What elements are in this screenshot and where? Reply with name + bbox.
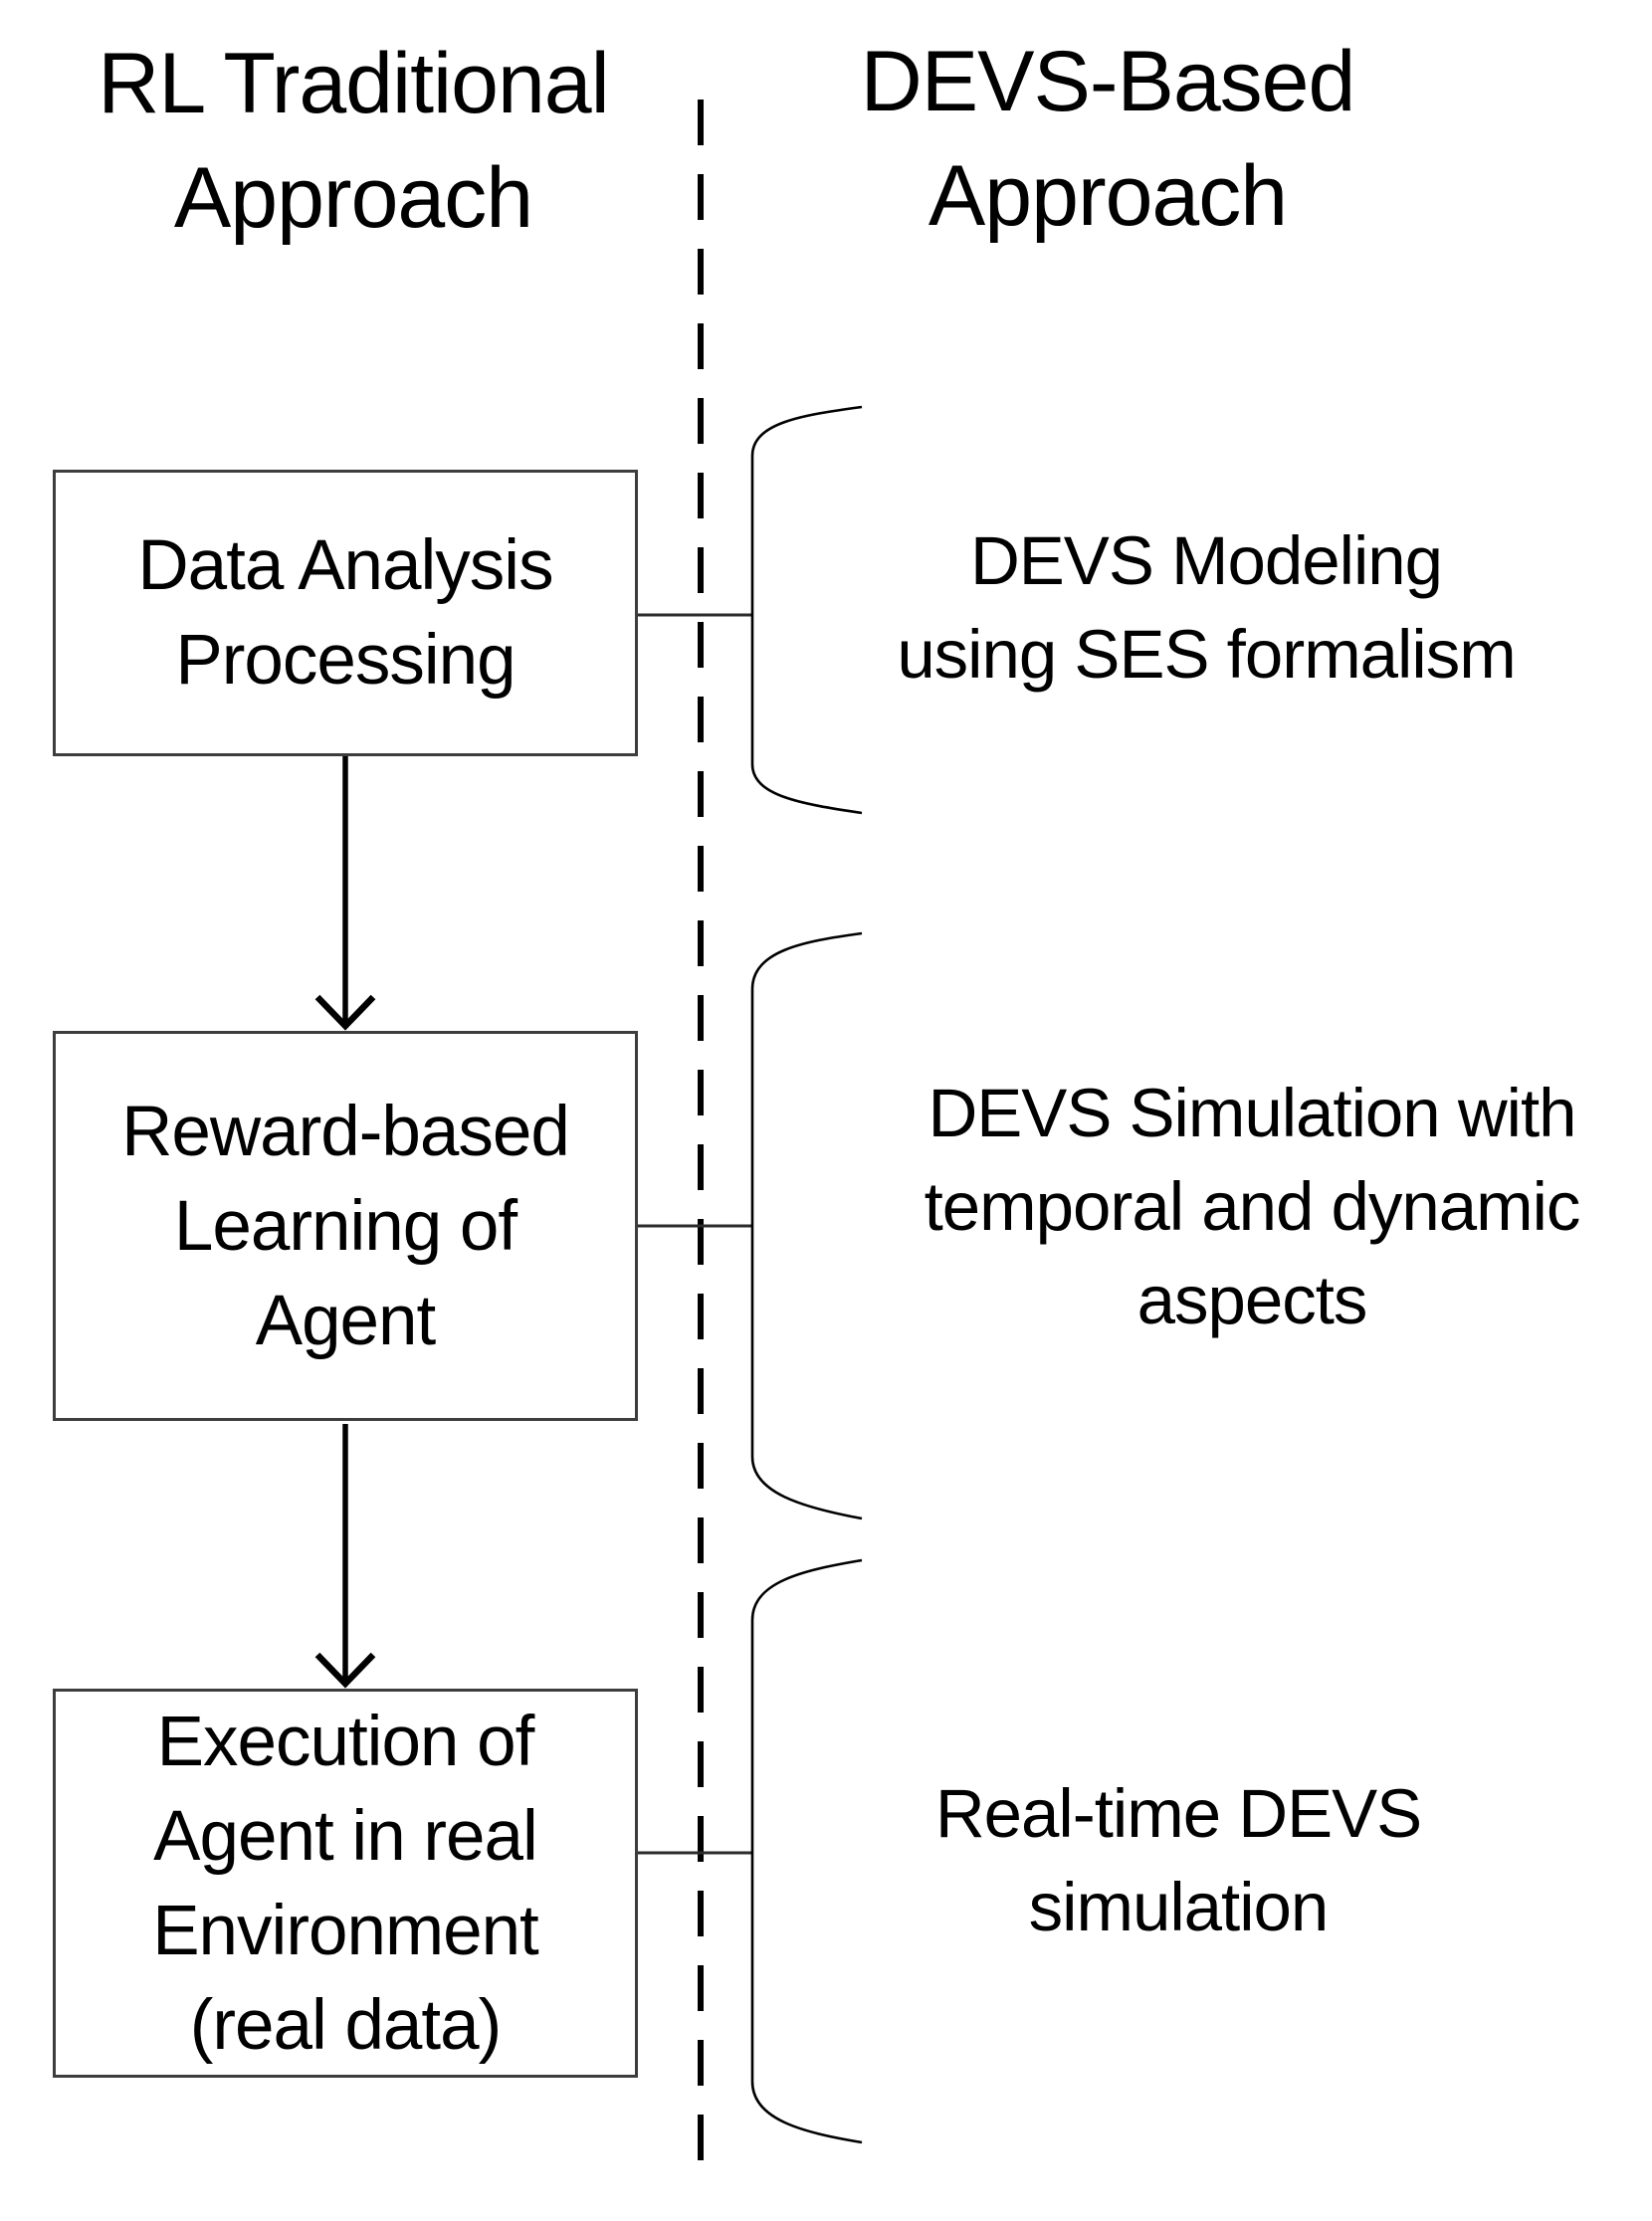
devs-label-realtime: Real-time DEVS simulation — [934, 1767, 1422, 1954]
header-line: Approach — [173, 150, 533, 246]
arrow-head-icon — [314, 994, 376, 1031]
text-line: temporal and dynamic — [924, 1168, 1581, 1245]
brace-1 — [750, 405, 863, 815]
text-line: Learning of — [173, 1186, 517, 1266]
left-column-header: RL Traditional Approach — [98, 27, 609, 256]
text-line: Data Analysis — [137, 526, 553, 605]
header-line: DEVS-Based — [860, 34, 1356, 129]
text-line: Processing — [175, 621, 516, 700]
header-line: Approach — [928, 148, 1288, 244]
header-line: RL Traditional — [98, 36, 609, 131]
flow-box-data-analysis: Data Analysis Processing — [53, 470, 638, 756]
flow-box-reward-learning: Reward-based Learning of Agent — [53, 1031, 638, 1421]
text-line: DEVS Simulation with — [928, 1075, 1576, 1151]
flow-box-text: Execution of Agent in real Environment (… — [152, 1695, 539, 2073]
flow-box-text: Reward-based Learning of Agent — [121, 1085, 570, 1368]
brace-3 — [750, 1558, 863, 2144]
text-line: simulation — [1028, 1869, 1330, 1945]
flow-box-text: Data Analysis Processing — [137, 518, 553, 707]
text-line: (real data) — [189, 1985, 503, 2065]
brace-2 — [750, 931, 863, 1520]
right-column-header: DEVS-Based Approach — [860, 25, 1356, 254]
flow-arrow-1 — [314, 756, 376, 1031]
text-line: aspects — [1136, 1262, 1368, 1338]
text-line: DEVS Modeling — [969, 522, 1443, 599]
flow-box-execution: Execution of Agent in real Environment (… — [53, 1689, 638, 2078]
devs-label-modeling: DEVS Modeling using SES formalism — [897, 514, 1516, 702]
flow-arrow-2 — [314, 1424, 376, 1689]
devs-label-simulation: DEVS Simulation with temporal and dynami… — [924, 1067, 1581, 1347]
text-line: Agent in real — [153, 1796, 538, 1876]
arrow-head-icon — [314, 1652, 376, 1689]
text-line: Agent — [255, 1281, 437, 1360]
text-line: Reward-based — [121, 1092, 570, 1171]
text-line: Real-time DEVS — [934, 1775, 1422, 1852]
text-line: Environment — [152, 1891, 539, 1970]
text-line: using SES formalism — [897, 616, 1516, 693]
text-line: Execution of — [156, 1702, 535, 1781]
